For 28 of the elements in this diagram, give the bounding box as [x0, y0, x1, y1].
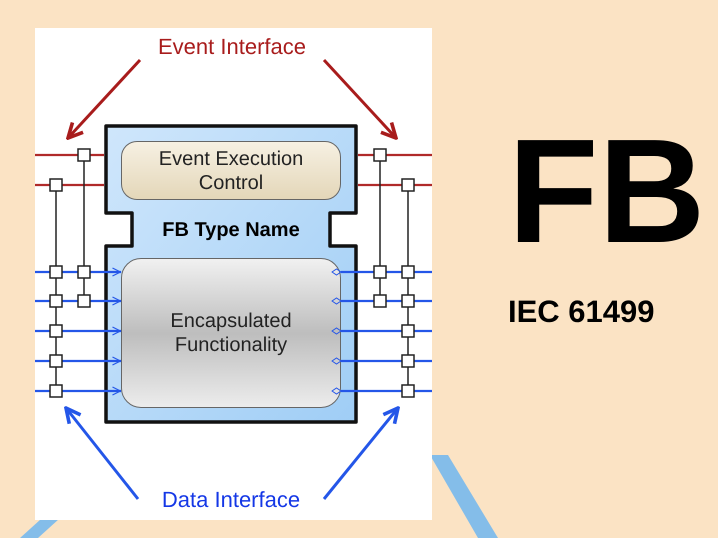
box-label: Event Execution Control	[158, 146, 304, 194]
signal-line	[35, 296, 122, 306]
signal-line	[332, 328, 432, 334]
signal-line	[332, 298, 432, 304]
block-type-name: FB Type Name	[161, 218, 301, 242]
signal-line	[35, 386, 122, 396]
signal-line	[35, 267, 122, 277]
interface-label: Data Interface	[160, 486, 302, 514]
acronym-title: FB	[508, 118, 706, 266]
signal-line	[35, 356, 122, 366]
signal-line	[35, 326, 122, 336]
interface-label: Event Interface	[157, 34, 307, 60]
standard-label: IEC 61499	[508, 296, 654, 327]
function-block-outline	[104, 124, 358, 424]
signal-line	[332, 358, 432, 364]
box-label: Encapsulated Functionality	[169, 309, 293, 357]
leader-arrow	[322, 58, 398, 140]
leader-arrow	[322, 406, 400, 500]
leader-arrow	[66, 58, 142, 140]
signal-line	[358, 184, 432, 186]
signal-line	[358, 154, 432, 156]
functionality-box	[121, 258, 341, 408]
leader-arrow	[64, 406, 140, 500]
execution-control-box	[121, 141, 341, 200]
signal-line	[332, 268, 432, 276]
signal-line	[332, 388, 432, 394]
signal-line	[35, 154, 104, 156]
signal-line	[35, 184, 104, 186]
